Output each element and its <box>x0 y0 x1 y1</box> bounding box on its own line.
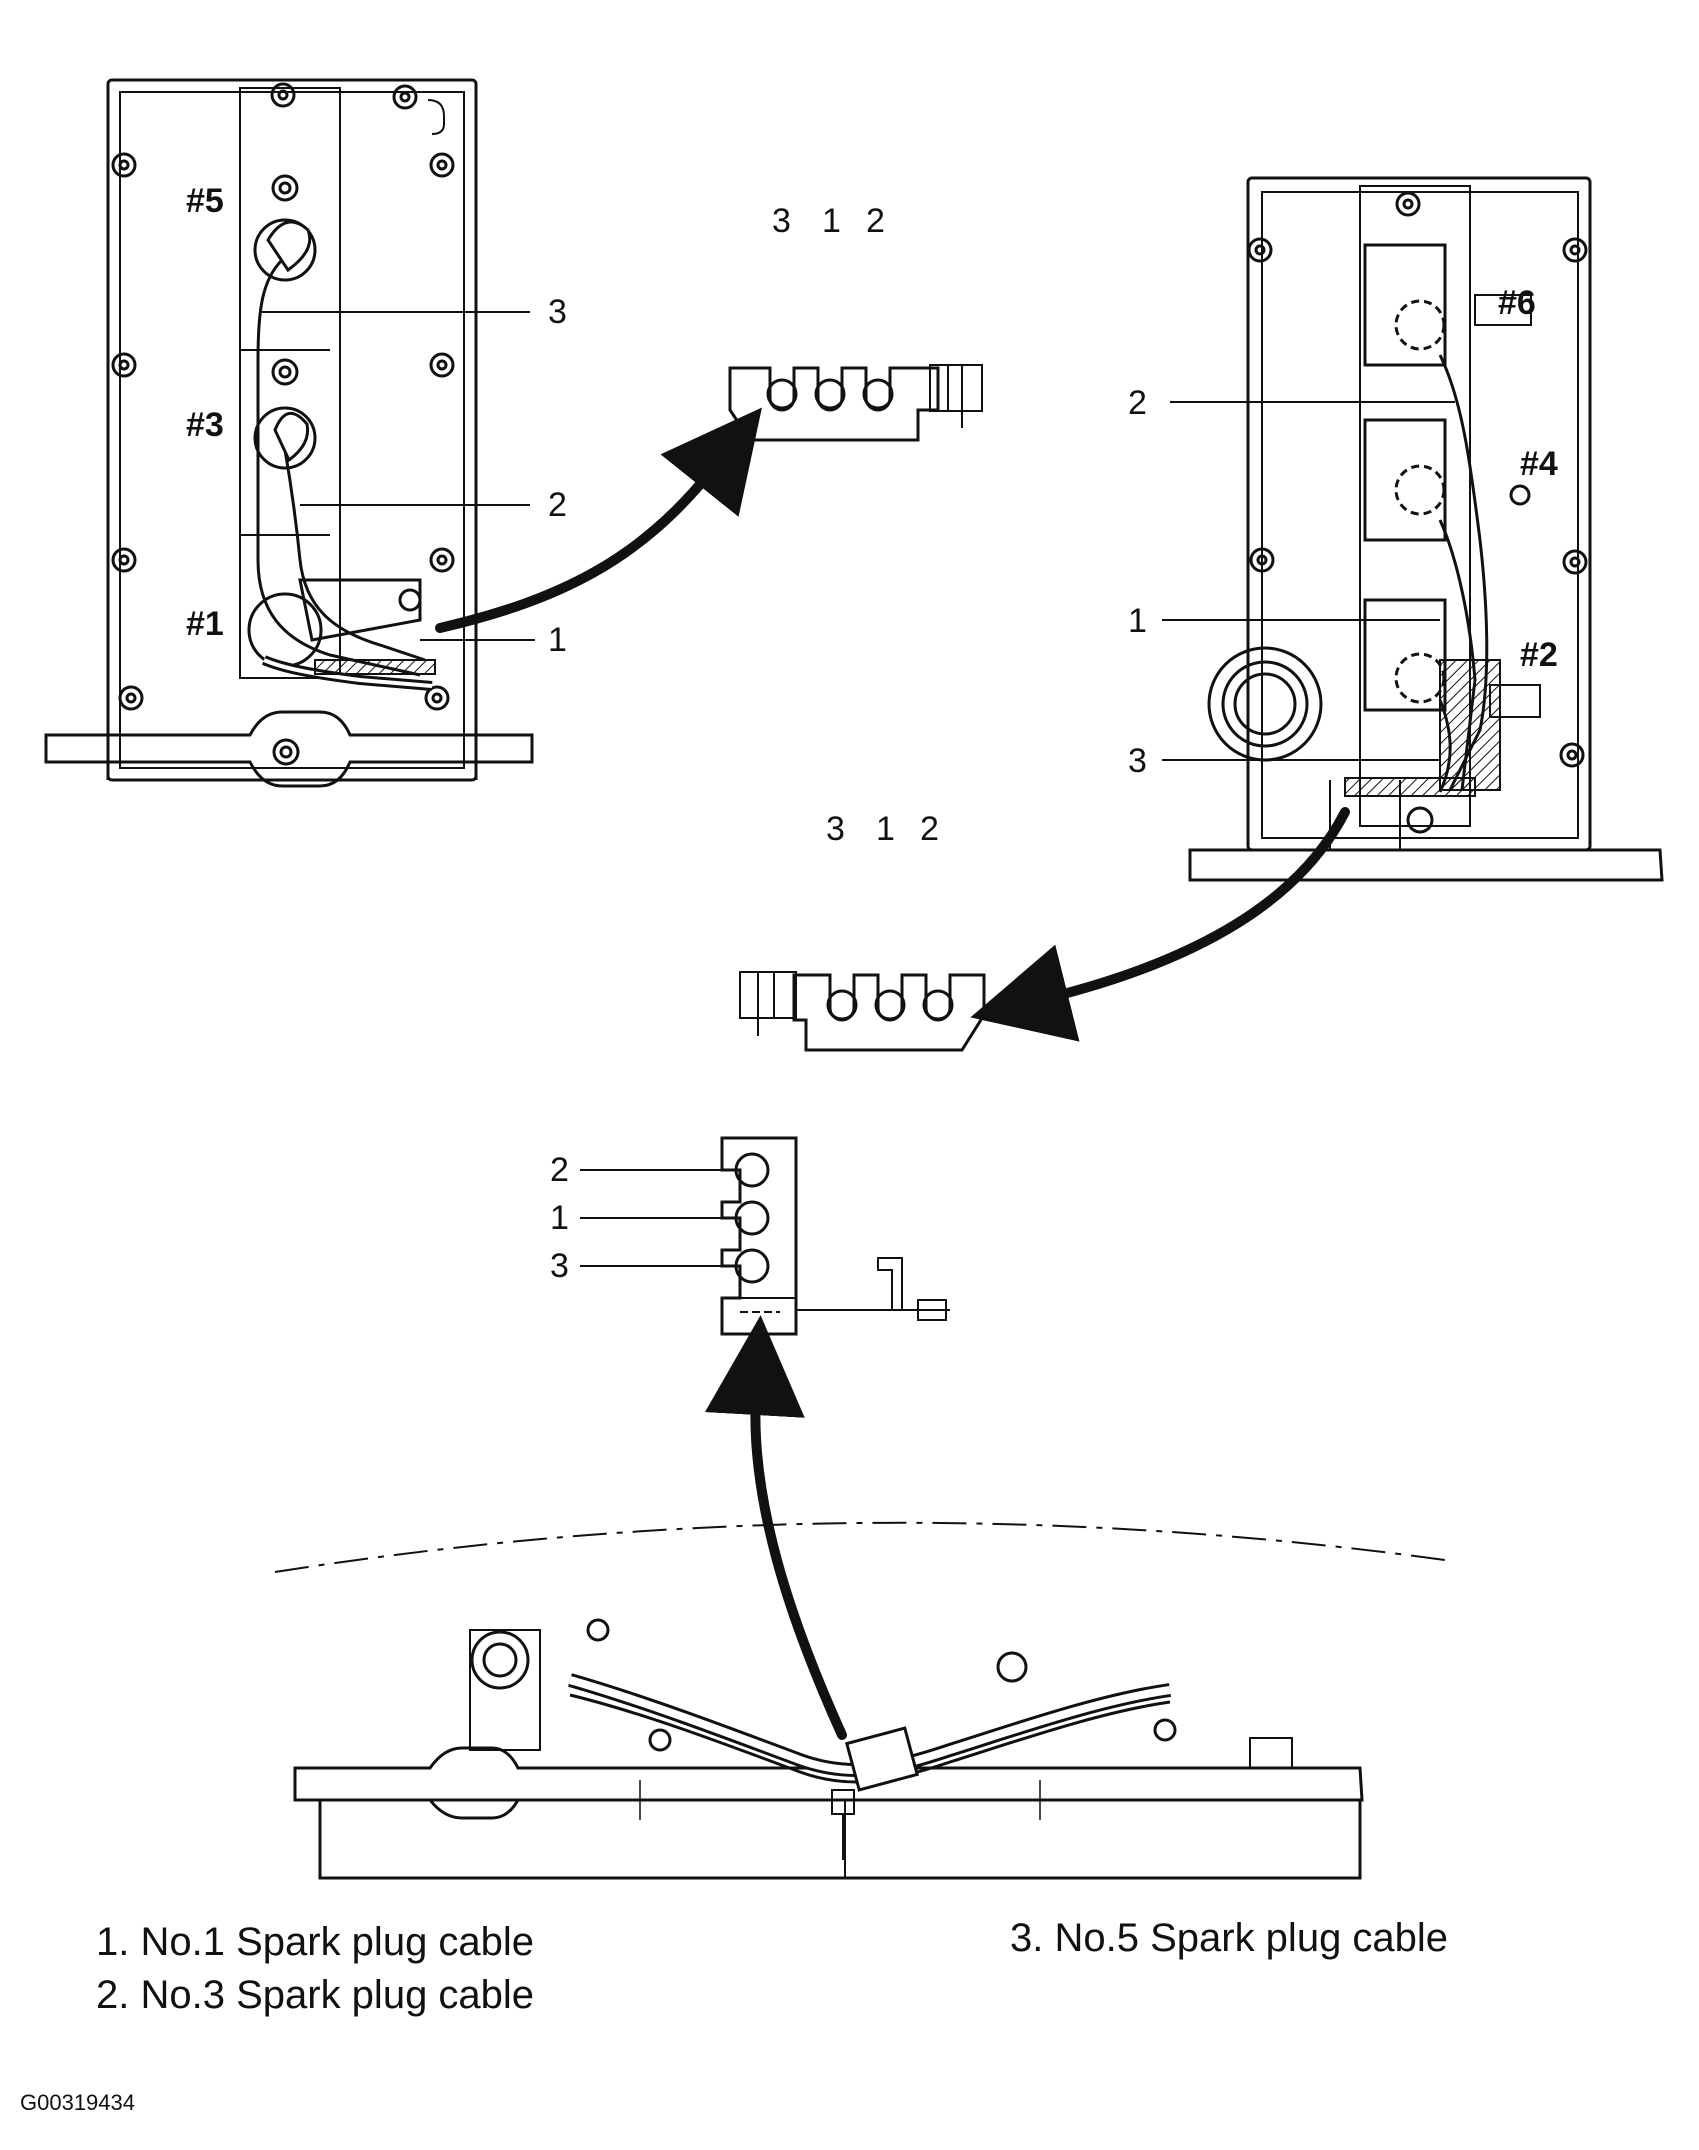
clip-bottom-callouts <box>580 1169 740 1267</box>
cyl-6-label: #6 <box>1498 284 1536 322</box>
clip-top-label-3: 3 <box>772 202 791 240</box>
clip-middle-label-2: 2 <box>920 810 939 848</box>
right-callout-3: 3 <box>1128 742 1147 780</box>
right-callout-2: 2 <box>1128 384 1147 422</box>
front-engine-view <box>274 1521 1446 1880</box>
arrow-icon <box>435 407 1350 1740</box>
cyl-2-label: #2 <box>1520 636 1558 674</box>
right-callout-1: 1 <box>1128 602 1147 640</box>
clip-detail-middle <box>739 971 986 1052</box>
legend-item-3: 3. No.5 Spark plug cable <box>1010 1916 1449 1960</box>
right-bank-cylinder-labels: #6 #4 #2 <box>1498 284 1558 674</box>
cyl-5-label: #5 <box>186 182 224 220</box>
left-bank-head-cover <box>44 78 534 788</box>
legend-item-2: 2. No.3 Spark plug cable <box>96 1973 535 2017</box>
right-bank-cable-harness <box>1329 354 1501 850</box>
left-callout-2: 2 <box>548 486 567 524</box>
clip-bottom-label-1: 1 <box>550 1199 569 1237</box>
clip-middle-label-3: 3 <box>826 810 845 848</box>
cyl-3-label: #3 <box>186 406 224 444</box>
left-callout-3: 3 <box>548 293 567 331</box>
clip-middle-label-1: 1 <box>876 810 895 848</box>
clip-top-label-2: 2 <box>866 202 885 240</box>
figure-id: G00319434 <box>20 2090 135 2115</box>
right-bank-callouts <box>1162 401 1455 761</box>
clip-detail-bottom <box>720 1136 950 1336</box>
left-bank-cable-harness <box>240 220 436 691</box>
left-callout-1: 1 <box>548 621 567 659</box>
right-bank-head-cover <box>1188 176 1664 882</box>
legend-item-1: 1. No.1 Spark plug cable <box>96 1920 535 1964</box>
left-bank-cylinder-labels: #5 #3 #1 <box>186 182 224 643</box>
cyl-4-label: #4 <box>1520 445 1558 483</box>
cyl-1-label: #1 <box>186 605 224 643</box>
left-bank-callouts <box>262 311 535 641</box>
clip-bottom-label-3: 3 <box>550 1247 569 1285</box>
clip-top-label-1: 1 <box>822 202 841 240</box>
clip-detail-top <box>728 364 983 442</box>
clip-bottom-label-2: 2 <box>550 1151 569 1189</box>
